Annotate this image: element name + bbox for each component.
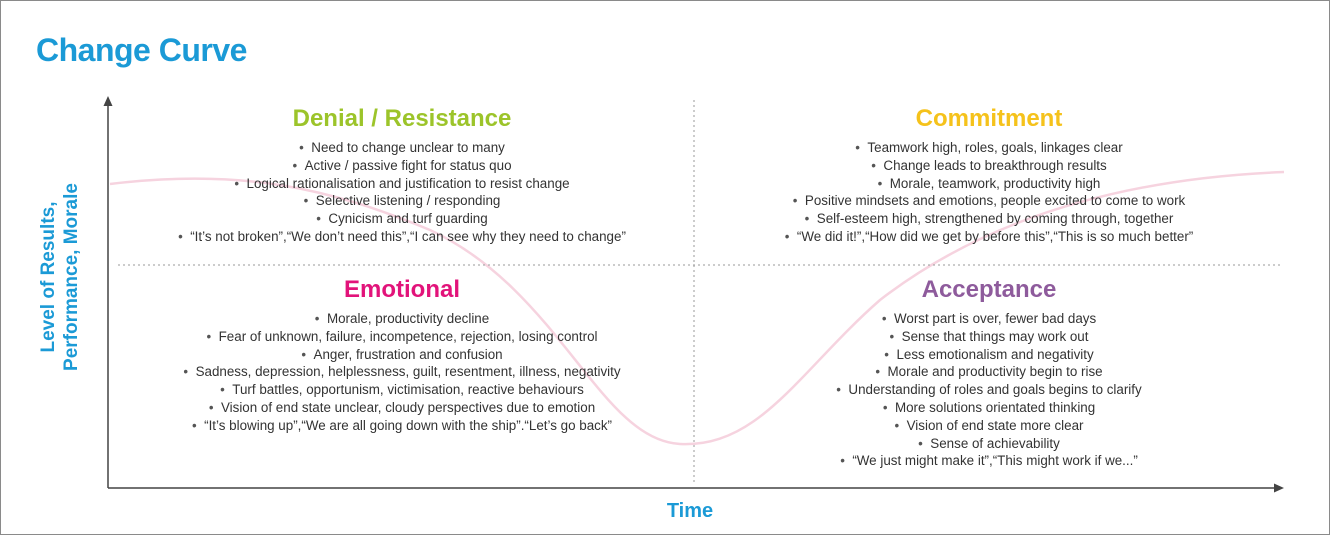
bullet-item: Vision of end state unclear, cloudy pers… bbox=[110, 399, 694, 417]
quadrant-heading: Commitment bbox=[915, 105, 1063, 132]
bullet-item: Teamwork high, roles, goals, linkages cl… bbox=[694, 139, 1284, 157]
bullet-item: Positive mindsets and emotions, people e… bbox=[694, 192, 1284, 210]
x-axis-label: Time bbox=[666, 500, 714, 522]
quadrant-denial-resistance: Denial / Resistance Need to change uncle… bbox=[110, 105, 694, 246]
bullet-list: Worst part is over, fewer bad daysSense … bbox=[694, 310, 1284, 470]
bullet-item: “It’s blowing up”,“We are all going down… bbox=[110, 417, 694, 435]
quadrant-heading: Denial / Resistance bbox=[292, 105, 512, 132]
bullet-list: Morale, productivity declineFear of unkn… bbox=[110, 310, 694, 435]
bullet-item: Worst part is over, fewer bad days bbox=[694, 310, 1284, 328]
quadrant-acceptance: Acceptance Worst part is over, fewer bad… bbox=[694, 276, 1284, 470]
bullet-item: Logical rationalisation and justificatio… bbox=[110, 175, 694, 193]
y-axis-label-line-2: Performance, Morale bbox=[61, 183, 82, 371]
bullet-item: Self-esteem high, strengthened by coming… bbox=[694, 210, 1284, 228]
bullet-item: “We did it!”,“How did we get by before t… bbox=[694, 228, 1284, 246]
bullet-item: “We just might make it”,“This might work… bbox=[694, 452, 1284, 470]
bullet-list: Teamwork high, roles, goals, linkages cl… bbox=[694, 139, 1284, 246]
bullet-item: Sense that things may work out bbox=[694, 328, 1284, 346]
page-title: Change Curve bbox=[36, 32, 247, 68]
quadrant-heading: Emotional bbox=[343, 276, 460, 303]
quadrant-heading: Acceptance bbox=[921, 276, 1057, 303]
bullet-item: Fear of unknown, failure, incompetence, … bbox=[110, 328, 694, 346]
bullet-item: Less emotionalism and negativity bbox=[694, 346, 1284, 364]
bullet-item: More solutions orientated thinking bbox=[694, 399, 1284, 417]
y-axis-arrowhead bbox=[103, 96, 113, 106]
bullet-item: “It’s not broken”,“We don’t need this”,“… bbox=[110, 228, 694, 246]
bullet-item: Anger, frustration and confusion bbox=[110, 346, 694, 364]
bullet-item: Morale and productivity begin to rise bbox=[694, 363, 1284, 381]
bullet-item: Sense of achievability bbox=[694, 435, 1284, 453]
bullet-item: Active / passive fight for status quo bbox=[110, 157, 694, 175]
bullet-item: Selective listening / responding bbox=[110, 192, 694, 210]
bullet-item: Change leads to breakthrough results bbox=[694, 157, 1284, 175]
x-axis-arrowhead bbox=[1274, 483, 1284, 493]
bullet-item: Understanding of roles and goals begins … bbox=[694, 381, 1284, 399]
bullet-item: Vision of end state more clear bbox=[694, 417, 1284, 435]
bullet-item: Need to change unclear to many bbox=[110, 139, 694, 157]
bullet-list: Need to change unclear to manyActive / p… bbox=[110, 139, 694, 246]
y-axis-label-line-1: Level of Results, bbox=[38, 201, 59, 353]
quadrant-emotional: Emotional Morale, productivity declineFe… bbox=[110, 276, 694, 435]
bullet-item: Sadness, depression, helplessness, guilt… bbox=[110, 363, 694, 381]
bullet-item: Cynicism and turf guarding bbox=[110, 210, 694, 228]
bullet-item: Morale, productivity decline bbox=[110, 310, 694, 328]
bullet-item: Turf battles, opportunism, victimisation… bbox=[110, 381, 694, 399]
bullet-item: Morale, teamwork, productivity high bbox=[694, 175, 1284, 193]
y-axis-label: Level of Results, Performance, Morale bbox=[37, 127, 83, 427]
quadrant-commitment: Commitment Teamwork high, roles, goals, … bbox=[694, 105, 1284, 246]
